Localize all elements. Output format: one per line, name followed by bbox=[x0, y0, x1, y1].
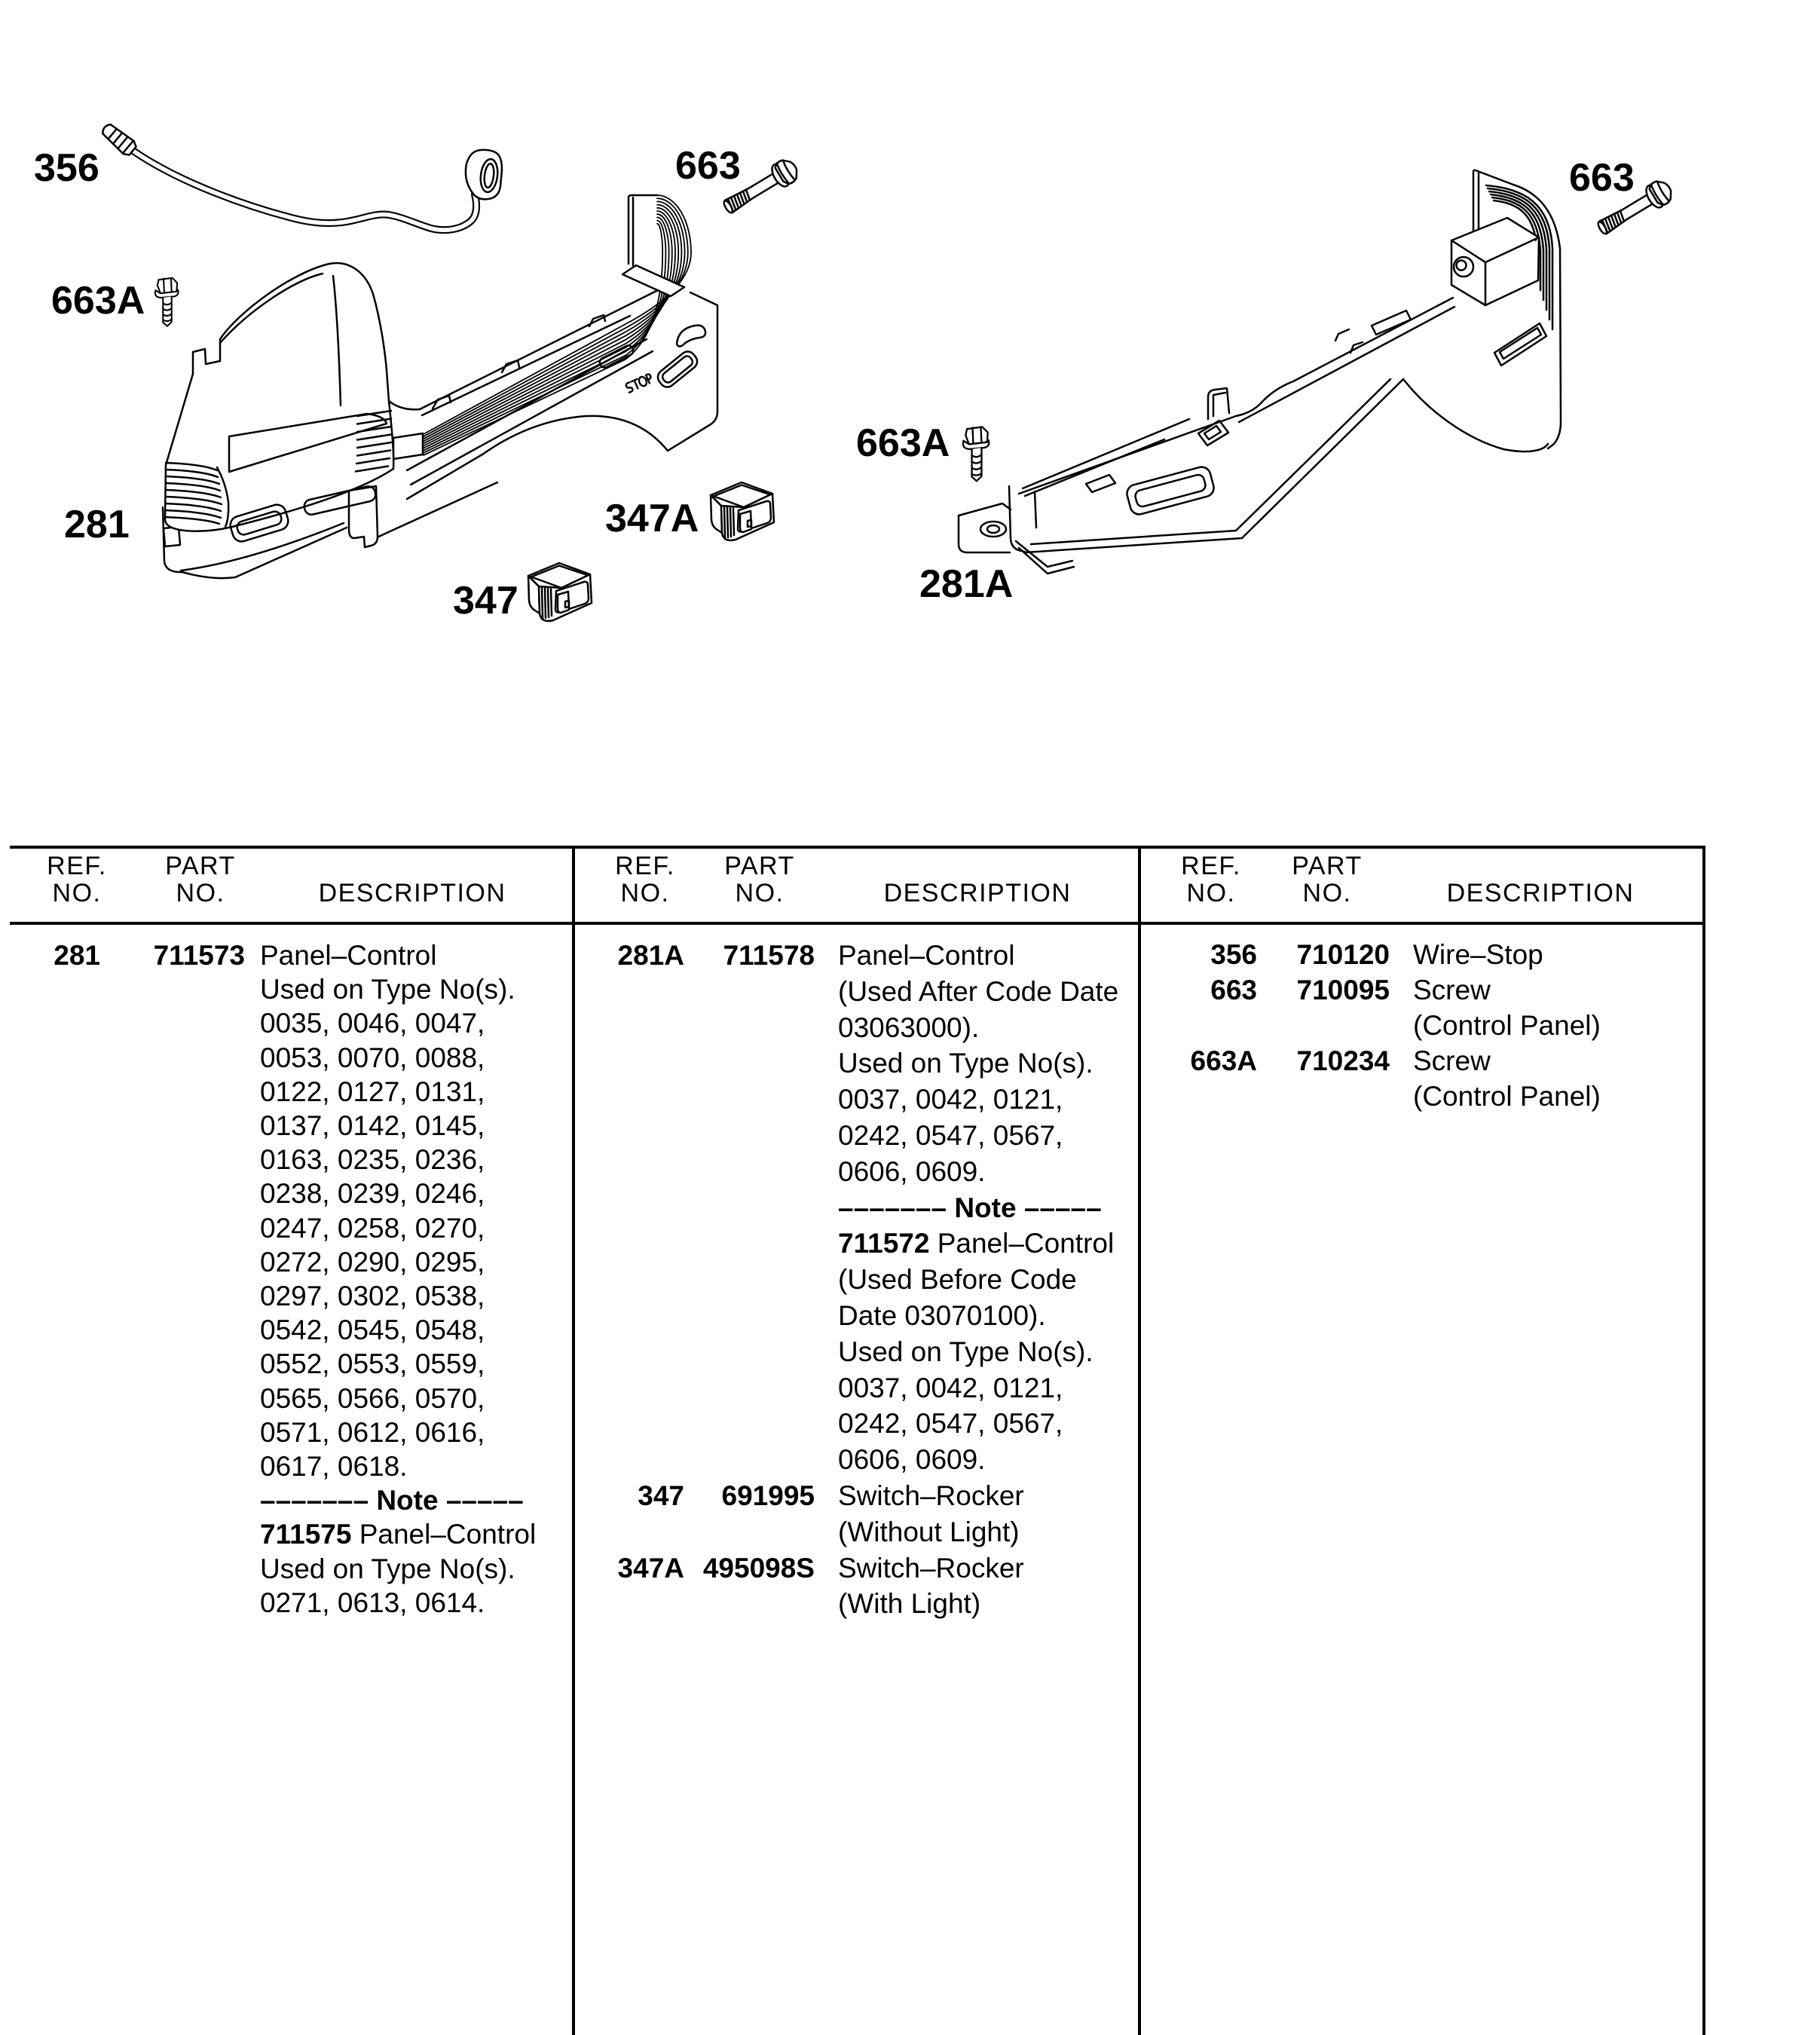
svg-text:663: 663 bbox=[675, 144, 741, 188]
svg-text:281: 281 bbox=[64, 503, 130, 546]
svg-text:347A: 347A bbox=[605, 497, 699, 540]
svg-text:281A: 281A bbox=[919, 562, 1013, 606]
svg-text:347: 347 bbox=[453, 579, 518, 623]
svg-text:663A: 663A bbox=[51, 279, 145, 323]
svg-text:356: 356 bbox=[34, 146, 99, 190]
svg-text:663A: 663A bbox=[856, 421, 950, 465]
svg-text:663: 663 bbox=[1569, 156, 1635, 200]
